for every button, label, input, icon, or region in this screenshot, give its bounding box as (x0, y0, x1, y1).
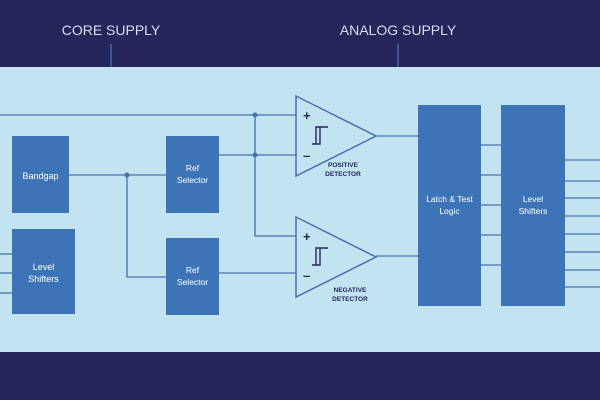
ref-selector-top-line1: Ref (186, 163, 200, 173)
bottom-bar (0, 352, 600, 400)
ref-selector-bottom-block: Ref Selector (166, 238, 219, 315)
core-supply-label: CORE SUPPLY (62, 22, 161, 38)
junction-dot (124, 172, 130, 178)
hysteresis-icon (312, 126, 328, 145)
right-level-shifters-block: Level Shifters (501, 105, 565, 306)
left-level-shifters-block: Level Shifters (12, 229, 75, 314)
junctions (124, 112, 258, 178)
right-level-shifters-line2: Shifters (519, 206, 548, 216)
negative-detector: + – NEGATIVE DETECTOR (295, 215, 378, 303)
left-level-shifters-line1: Level (33, 262, 55, 272)
positive-comparator-triangle (295, 94, 378, 178)
negative-minus-sign: – (303, 268, 310, 283)
right-level-shifters-line1: Level (523, 194, 543, 204)
latch-test-logic-line1: Latch & Test (426, 194, 473, 204)
positive-detector-label-line1: POSITIVE (328, 162, 359, 169)
hysteresis-icon (312, 247, 328, 266)
positive-plus-sign: + (303, 108, 311, 123)
ref-selector-bottom-line2: Selector (177, 277, 208, 287)
negative-detector-label-line1: NEGATIVE (334, 287, 367, 294)
negative-comparator-triangle (295, 215, 378, 299)
bandgap-block: Bandgap (12, 136, 69, 213)
negative-plus-sign: + (303, 229, 311, 244)
wire-bandgap-to-lower-selector (126, 175, 166, 278)
wires (0, 114, 600, 294)
junction-dot (252, 152, 258, 158)
top-bar (0, 0, 600, 67)
ref-selector-top-block: Ref Selector (166, 136, 219, 213)
positive-detector-label-line2: DETECTOR (325, 171, 361, 178)
bandgap-label: Bandgap (22, 171, 58, 181)
junction-dot (252, 112, 258, 118)
negative-detector-label-line2: DETECTOR (332, 296, 368, 303)
analog-supply-label: ANALOG SUPPLY (340, 22, 457, 38)
ref-selector-bottom-line1: Ref (186, 265, 200, 275)
latch-test-logic-block: Latch & Test Logic (418, 105, 481, 306)
ref-selector-top-line2: Selector (177, 175, 208, 185)
left-level-shifters-line2: Shifters (28, 274, 59, 284)
positive-detector: + – POSITIVE DETECTOR (295, 94, 378, 178)
latch-test-logic-line2: Logic (439, 206, 460, 216)
positive-minus-sign: – (303, 148, 310, 163)
